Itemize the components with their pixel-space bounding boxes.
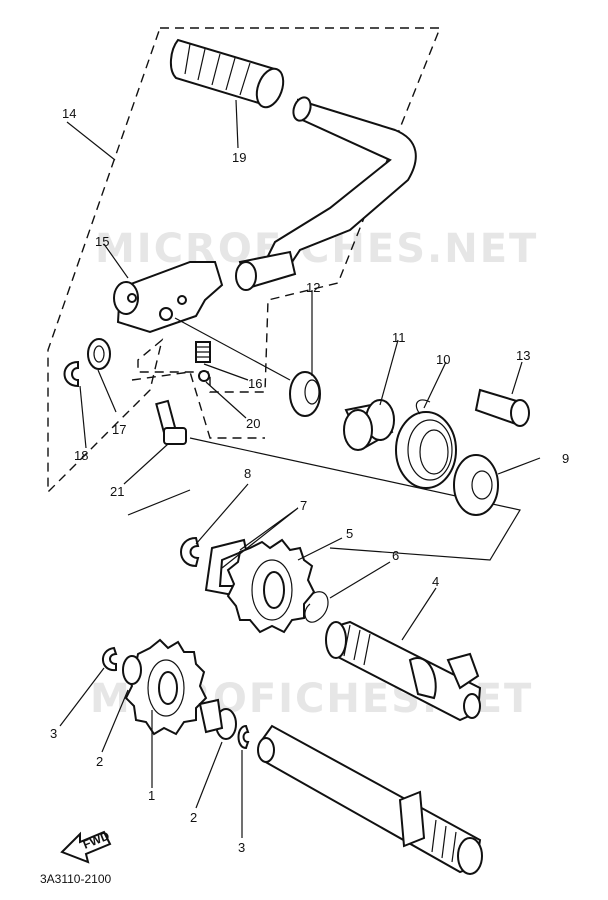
ratchet-7	[204, 538, 248, 598]
circlip-3-right	[237, 724, 250, 750]
stopper-pin	[474, 388, 530, 427]
forward-direction-arrow: FWD	[60, 828, 112, 864]
washer-17	[87, 338, 111, 370]
leader-lines	[59, 99, 541, 838]
callout-10: 10	[436, 352, 450, 367]
kick-lever-arm	[235, 96, 417, 291]
callout-3-left: 3	[50, 726, 57, 741]
idle-gear	[124, 638, 208, 736]
circlip-3-left	[102, 646, 118, 672]
callout-7: 7	[300, 498, 307, 513]
callout-2-right: 2	[190, 810, 197, 825]
bolt-bracket-outline	[131, 371, 265, 439]
assembly-outline-14	[47, 27, 442, 494]
callout-19: 19	[232, 150, 246, 165]
kick-gear	[226, 538, 316, 634]
kick-bolt	[155, 399, 187, 445]
callout-11: 11	[392, 330, 406, 345]
kick-spring	[195, 341, 211, 363]
callout-3-right: 3	[238, 840, 245, 855]
callout-20: 20	[246, 416, 260, 431]
callout-14: 14	[62, 106, 76, 121]
spring-clip	[304, 591, 329, 623]
kick-axle	[325, 620, 482, 722]
spring-guide	[343, 399, 395, 451]
callout-16: 16	[248, 376, 262, 391]
callout-6: 6	[392, 548, 399, 563]
circlip-18	[63, 360, 79, 388]
shaft-assembly-bracket	[127, 437, 521, 561]
washer-2-left	[122, 655, 142, 685]
kick-grip	[170, 38, 285, 109]
main-shaft	[257, 724, 483, 875]
callout-8: 8	[244, 466, 251, 481]
callout-17: 17	[112, 422, 126, 437]
callout-12: 12	[306, 280, 320, 295]
callout-18: 18	[74, 448, 88, 463]
oil-seal	[289, 371, 321, 417]
callout-2-left: 2	[96, 754, 103, 769]
callout-5: 5	[346, 526, 353, 541]
diagram-code: 3A3110-2100	[40, 872, 112, 886]
callout-9: 9	[562, 451, 569, 466]
torsion-spring	[395, 399, 457, 489]
callout-21: 21	[110, 484, 124, 499]
axis-line	[174, 317, 291, 381]
callout-4: 4	[432, 574, 439, 589]
callout-1: 1	[148, 788, 155, 803]
idle-gear-hub	[198, 698, 224, 734]
washer-9	[453, 454, 499, 516]
callout-13: 13	[516, 348, 530, 363]
kick-boss	[113, 261, 224, 334]
circlip-8	[180, 536, 200, 568]
callout-15: 15	[95, 234, 109, 249]
kick-ball	[198, 370, 210, 382]
